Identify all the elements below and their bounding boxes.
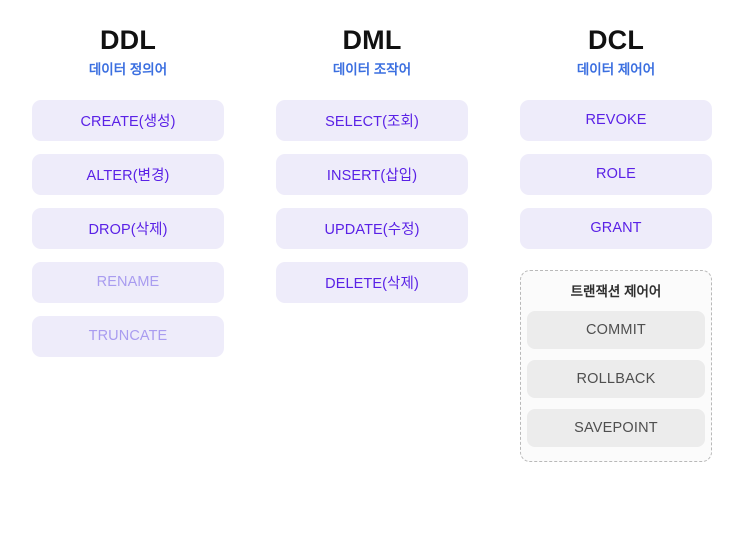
column-subtitle-ddl: 데이터 정의어 [88, 61, 168, 77]
command-card-delete[interactable]: DELETE(삭제) [276, 261, 468, 303]
column-subtitle-dcl: 데이터 제어어 [576, 61, 656, 77]
command-card-revoke[interactable]: REVOKE [520, 99, 712, 141]
command-card-alter[interactable]: ALTER(변경) [32, 153, 224, 195]
command-card-role[interactable]: ROLE [520, 153, 712, 195]
command-card-rollback[interactable]: ROLLBACK [527, 360, 705, 399]
column-title-ddl: DDL [99, 25, 157, 55]
category-column-ddl: DDL 데이터 정의어 CREATE(생성) ALTER(변경) DROP(삭제… [32, 25, 224, 462]
command-card-insert[interactable]: INSERT(삽입) [276, 153, 468, 195]
command-card-grant[interactable]: GRANT [520, 207, 712, 249]
command-card-commit[interactable]: COMMIT [527, 311, 705, 350]
category-column-dml: DML 데이터 조작어 SELECT(조회) INSERT(삽입) UPDATE… [276, 25, 468, 462]
command-card-select[interactable]: SELECT(조회) [276, 99, 468, 141]
command-card-savepoint[interactable]: SAVEPOINT [527, 409, 705, 448]
category-columns: DDL 데이터 정의어 CREATE(생성) ALTER(변경) DROP(삭제… [32, 25, 712, 463]
command-card-drop[interactable]: DROP(삭제) [32, 207, 224, 249]
command-card-rename[interactable]: RENAME [32, 261, 224, 303]
command-card-truncate[interactable]: TRUNCATE [32, 315, 224, 357]
command-card-create[interactable]: CREATE(생성) [32, 99, 224, 141]
column-subtitle-dml: 데이터 조작어 [332, 61, 412, 77]
transaction-control-panel: 트랜잭션 제어어 COMMIT ROLLBACK SAVEPOINT [520, 269, 712, 463]
category-column-dcl: DCL 데이터 제어어 REVOKE ROLE GRANT 트랜잭션 제어어 C… [520, 25, 712, 463]
command-card-update[interactable]: UPDATE(수정) [276, 207, 468, 249]
column-title-dml: DML [342, 25, 402, 55]
column-title-dcl: DCL [587, 25, 645, 55]
transaction-control-title: 트랜잭션 제어어 [570, 283, 662, 299]
